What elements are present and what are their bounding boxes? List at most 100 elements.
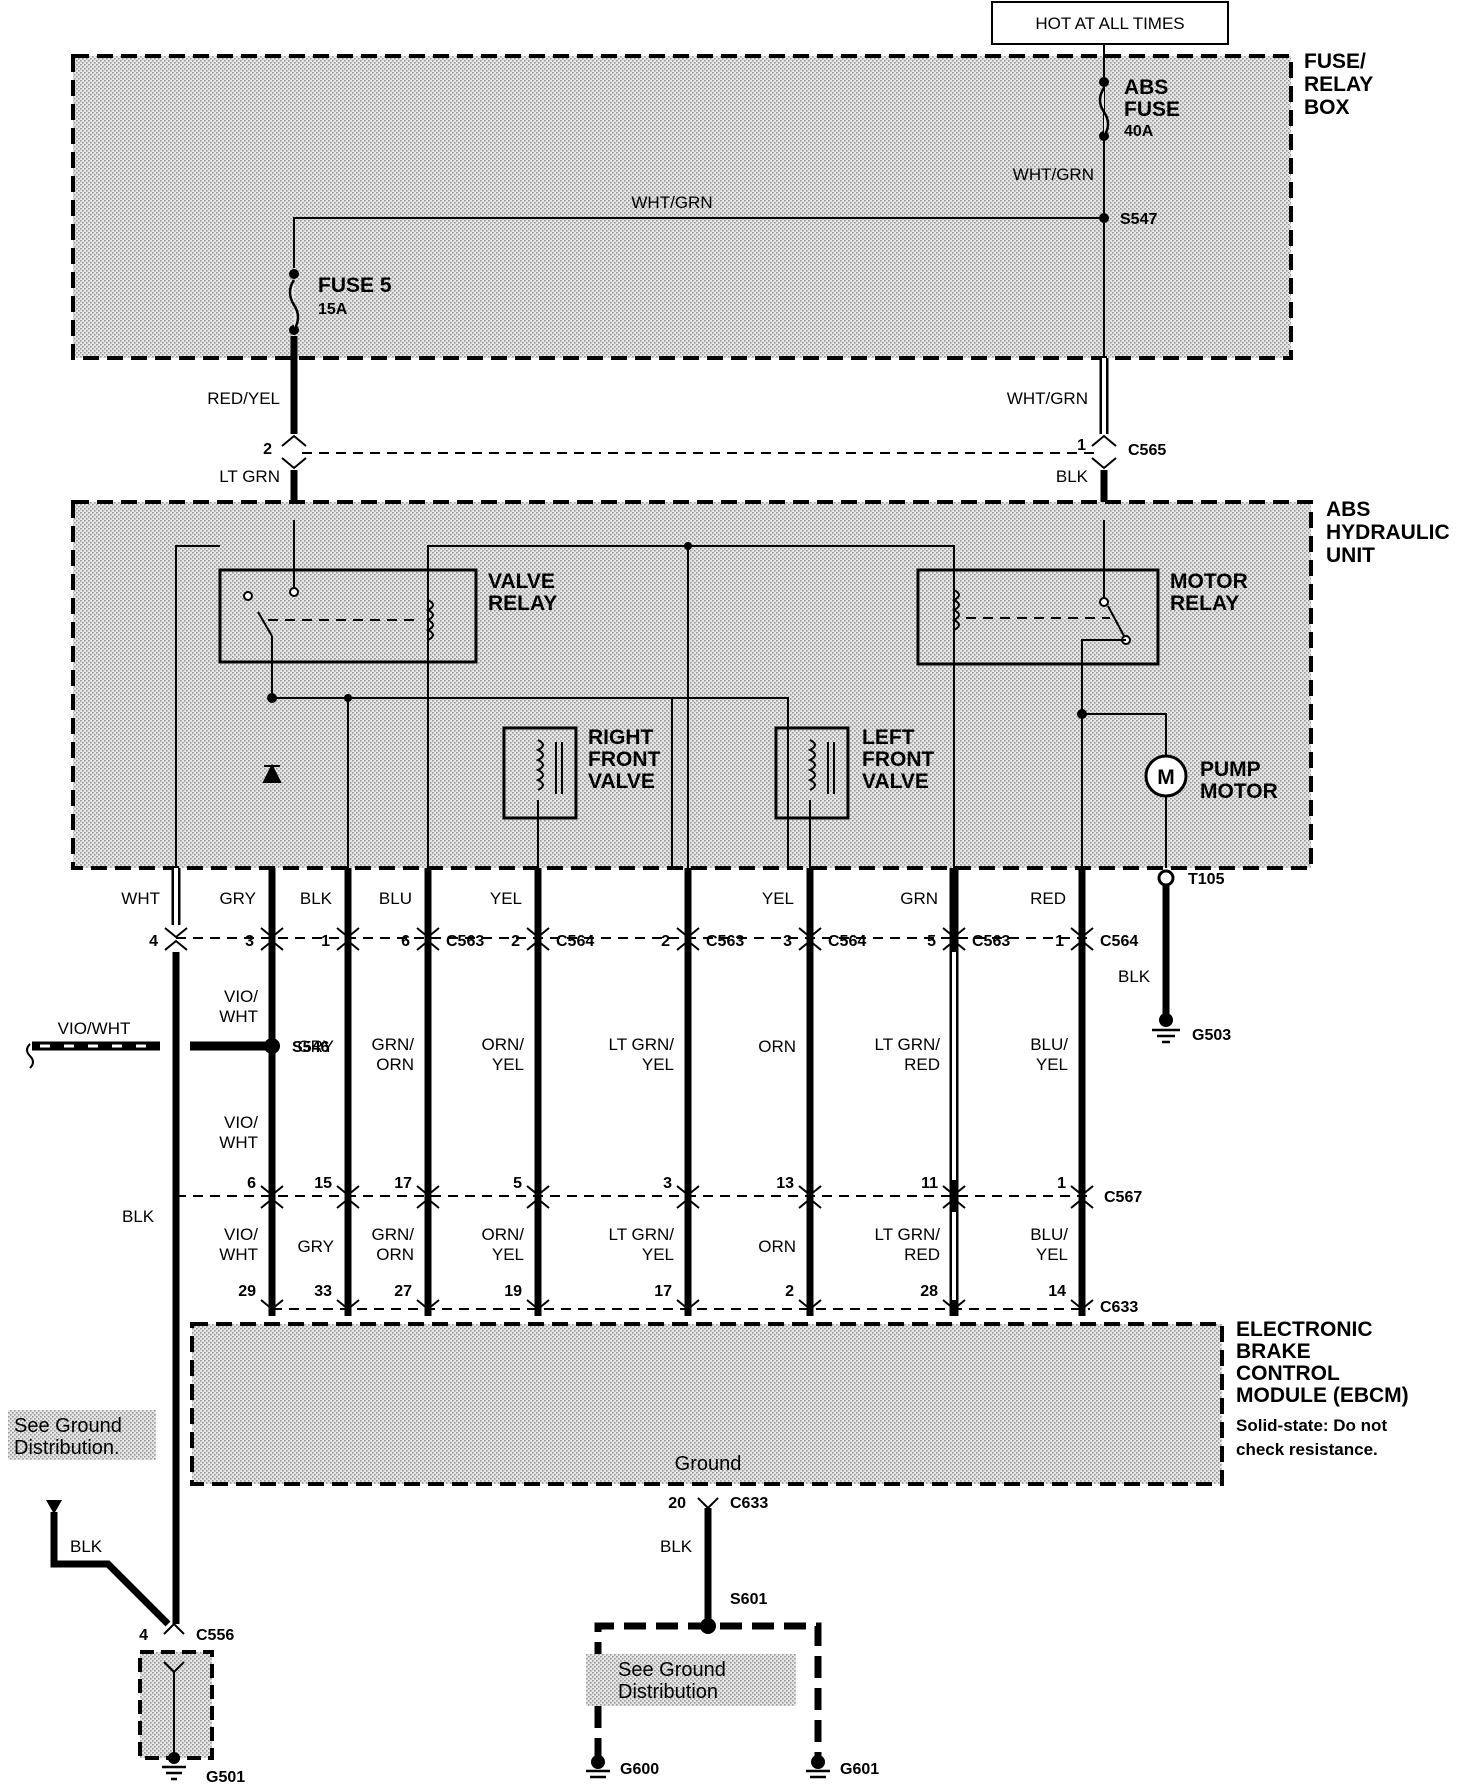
top-connector-label: C563: [446, 933, 484, 950]
mid-wire-color-label: RED: [904, 1055, 940, 1074]
c556-ground-box: [138, 1650, 214, 1760]
motor-relay-label-1: MOTOR: [1170, 570, 1248, 593]
c567-pin-symbol: [260, 1185, 284, 1209]
blu-internal-wire: [427, 545, 689, 868]
ebcm-wire-color-label: ORN/: [482, 1225, 525, 1244]
top-connector-pin-symbol: [336, 927, 360, 951]
mid-wire-color-label: GRY: [297, 1037, 334, 1056]
top-connector-pin: 1: [321, 933, 330, 950]
ebcm-note-2: check resistance.: [1236, 1440, 1378, 1459]
left-front-valve-coil: [807, 739, 816, 791]
fuse5-rating: 15A: [318, 301, 348, 318]
top-connector-pin-symbol: [260, 927, 284, 951]
abs-fuse-rating: 40A: [1124, 123, 1154, 140]
mid-wire-color-label: WHT: [219, 1007, 258, 1026]
ebcm-title-3: CONTROL: [1236, 1362, 1340, 1385]
g503-ground-icon: [1152, 1013, 1180, 1044]
ebcm-title-2: BRAKE: [1236, 1340, 1311, 1363]
top-connector-pin-symbol: [676, 927, 700, 951]
c567-pin-number: 13: [776, 1175, 794, 1192]
left-blk-source-icon: [46, 1500, 62, 1514]
motor-relay-coil: [951, 589, 960, 631]
see-ground-right-1: See Ground: [618, 1659, 726, 1681]
c567-pin-number: 6: [247, 1175, 256, 1192]
common-junction: [684, 542, 692, 550]
c556-label: C556: [196, 1627, 234, 1644]
left-front-valve-label-3: VALVE: [862, 770, 929, 793]
motor-relay-label-2: RELAY: [1170, 592, 1239, 615]
mid-wire-color-label: GRN/: [372, 1035, 415, 1054]
c567-pin-number: 15: [314, 1175, 332, 1192]
see-ground-right-box: [586, 1654, 796, 1706]
top-wire-color-label: WHT: [121, 889, 160, 908]
c567-label: C567: [1104, 1189, 1142, 1206]
wht-grn-bus-wire: [293, 217, 1104, 268]
hydraulic-title-1: ABS: [1326, 498, 1370, 521]
top-connector-label: C564: [556, 933, 594, 950]
g600-label: G600: [620, 1761, 659, 1778]
c565-pin-2-symbol: [281, 434, 307, 470]
ebcm-wire-color-label: VIO/: [224, 1225, 258, 1244]
ebcm-ground-conn: C633: [730, 1495, 768, 1512]
wht-grn-bus-label: WHT/GRN: [631, 193, 712, 212]
top-connector-label: C564: [828, 933, 866, 950]
abs-fuse-symbol: [1098, 87, 1110, 137]
top-wire-color-label: YEL: [762, 889, 794, 908]
low-wire-color-label: VIO/: [224, 1113, 258, 1132]
g601-ground-icon: [806, 1755, 830, 1779]
t105-label: T105: [1188, 871, 1225, 888]
mid-wire-color-label: LT GRN/: [875, 1035, 941, 1054]
c633-label: C633: [1100, 1299, 1138, 1316]
top-connector-pin: 2: [511, 933, 520, 950]
left-lower-blk-wire: [50, 1512, 171, 1627]
top-wire-color-label: GRN: [900, 889, 938, 908]
abs-fuse-label-2: FUSE: [1124, 98, 1180, 121]
top-connector-pin: 2: [661, 933, 670, 950]
hot-at-all-times-label: HOT AT ALL TIMES: [1035, 14, 1184, 33]
left-front-valve-label-2: FRONT: [862, 748, 934, 771]
harness-columns: WHT4GRY3VIO/WHTVIO/WHT6VIO/WHT29Anti-loc…: [121, 868, 1138, 1624]
hydraulic-title-2: HYDRAULIC: [1326, 521, 1450, 544]
red-yel-wire-label: RED/YEL: [207, 389, 280, 408]
c633-pin-number: 14: [1048, 1283, 1066, 1300]
mid-wire-color-label: ORN/: [482, 1035, 525, 1054]
ebcm-ground-label: Ground: [675, 1453, 742, 1475]
top-connector-pin-symbol: [942, 927, 966, 951]
left-front-valve-label-1: LEFT: [862, 726, 915, 749]
ebcm-box: [190, 1322, 1224, 1486]
right-front-valve-label-3: VALVE: [588, 770, 655, 793]
mid-wire-color-label: YEL: [642, 1055, 674, 1074]
left-front-valve-box: [774, 726, 850, 820]
abs-fuse-terminal-top: [1099, 77, 1109, 87]
motor-relay-box: [916, 568, 1160, 666]
splice-s601-label: S601: [730, 1591, 767, 1608]
g600-ground-icon: [586, 1755, 610, 1779]
ebcm-title: ELECTRONIC BRAKE CONTROL MODULE (EBCM) S…: [1236, 1318, 1409, 1459]
top-wire-color-label: BLK: [300, 889, 333, 908]
mid-wire-color-label: LT GRN/: [609, 1035, 675, 1054]
ebcm-wire-color-label: YEL: [492, 1245, 524, 1264]
top-wire-color-label: GRY: [219, 889, 256, 908]
diode-symbol: [262, 763, 282, 783]
hydraulic-title-3: UNIT: [1326, 544, 1375, 567]
valve-relay-coil: [425, 599, 434, 641]
vio-wht-splice-label: VIO/WHT: [58, 1019, 131, 1038]
top-connector-pin: 3: [245, 933, 254, 950]
top-wire-color-label: BLU: [379, 889, 412, 908]
ebcm-title-1: ELECTRONIC: [1236, 1318, 1373, 1341]
see-ground-right-2: Distribution: [618, 1681, 718, 1703]
pump-motor-label-2: MOTOR: [1200, 780, 1278, 803]
right-front-valve-coil: [535, 739, 544, 791]
c565-label: C565: [1128, 442, 1166, 459]
c565-left-pin: 2: [263, 441, 272, 458]
c565-right-pin: 1: [1077, 437, 1086, 454]
g601-label: G601: [840, 1761, 879, 1778]
valve-relay-box: [218, 568, 478, 664]
mid-wire-color-label: YEL: [492, 1055, 524, 1074]
ebcm-wire-color-label: WHT: [219, 1245, 258, 1264]
hot-at-all-times-box: HOT AT ALL TIMES: [991, 1, 1229, 45]
vio-wht-break-icon: [26, 1043, 34, 1069]
ebcm-wire-color-label: BLU/: [1030, 1225, 1068, 1244]
mid-wire-color-label: VIO/: [224, 987, 258, 1006]
ebcm-wire-color-label: LT GRN/: [609, 1225, 675, 1244]
